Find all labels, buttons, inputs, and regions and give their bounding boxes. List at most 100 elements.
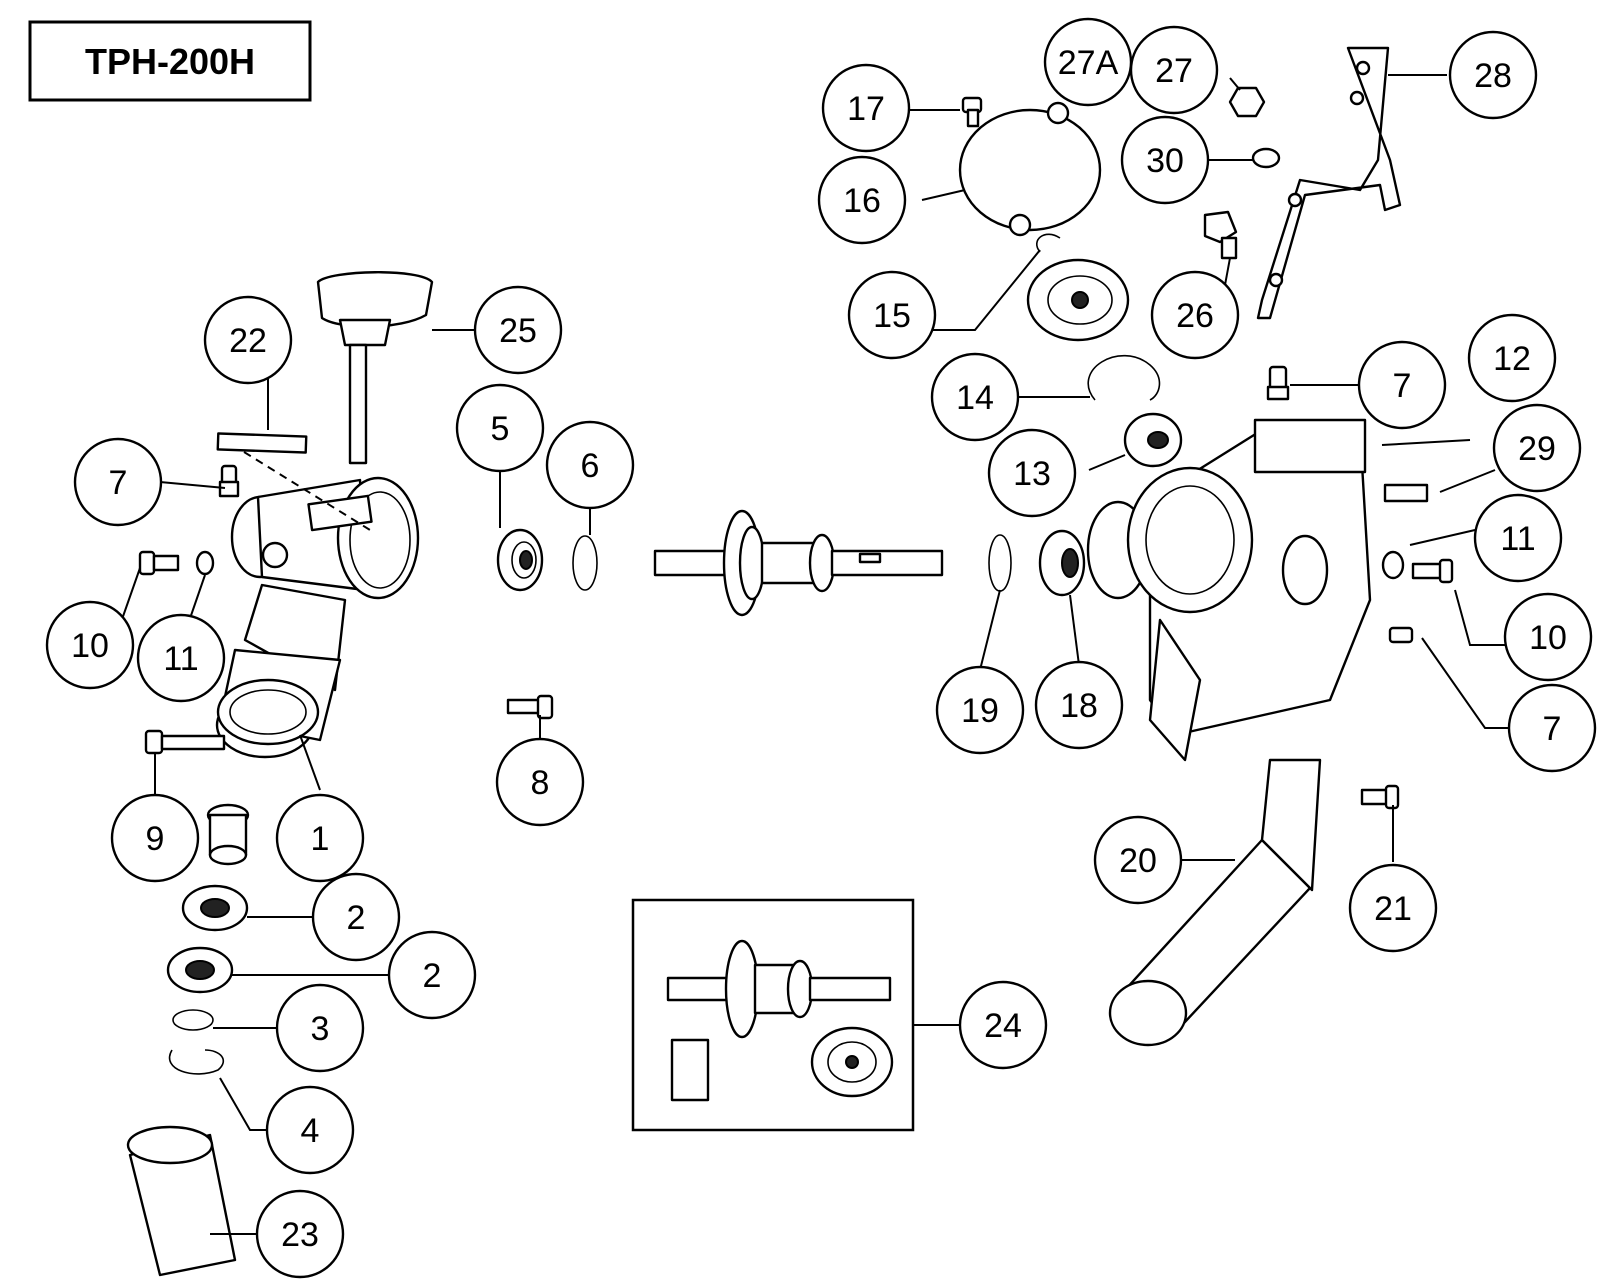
part-23-sleeve: [126, 1125, 237, 1277]
callout-20: 20: [1093, 815, 1183, 905]
callout-11-left: 11: [136, 613, 226, 703]
callout-26: 26: [1150, 270, 1240, 360]
part-11-washer-right: [1381, 550, 1405, 580]
callout-8: 8: [495, 737, 585, 827]
model-title-box: TPH-200H: [28, 20, 312, 102]
svg-text:26: 26: [1176, 297, 1214, 335]
svg-text:9: 9: [146, 820, 165, 858]
svg-text:12: 12: [1493, 340, 1531, 378]
callout-28: 28: [1448, 30, 1538, 120]
svg-text:29: 29: [1518, 430, 1556, 468]
part-2-bearing-lower: [166, 946, 234, 994]
callout-7-left: 7: [73, 437, 163, 527]
svg-text:11: 11: [1500, 520, 1535, 558]
part-21-screw: [1360, 784, 1400, 810]
callout-14: 14: [930, 352, 1020, 442]
part-13-bearing: [1123, 412, 1183, 468]
callout-13: 13: [987, 428, 1077, 518]
callout-6: 6: [545, 420, 635, 510]
part-7-grease-fitting-left: [218, 464, 240, 498]
callout-19: 19: [935, 665, 1025, 755]
part-30-washer: [1251, 147, 1281, 169]
part-3-ring: [172, 1009, 214, 1031]
svg-text:24: 24: [984, 1007, 1022, 1045]
svg-text:25: 25: [499, 312, 537, 350]
callout-30: 30: [1120, 115, 1210, 205]
svg-text:27: 27: [1155, 52, 1193, 90]
part-15-cover-disk: [1026, 258, 1130, 342]
callout-2-upper: 2: [311, 872, 401, 962]
svg-text:27A: 27A: [1058, 44, 1119, 82]
callout-10-left: 10: [45, 600, 135, 690]
callout-12: 12: [1467, 313, 1557, 403]
callout-9: 9: [110, 793, 200, 883]
part-7-grease-fitting-top: [1266, 365, 1290, 401]
svg-text:14: 14: [956, 379, 994, 417]
callout-25: 25: [473, 285, 563, 375]
callout-1: 1: [275, 793, 365, 883]
callout-17: 17: [821, 63, 911, 153]
svg-text:10: 10: [71, 627, 109, 665]
part-10-bolt-left: [138, 550, 180, 576]
part-17-screw: [961, 96, 983, 128]
part-10-bolt-right: [1411, 558, 1454, 584]
svg-text:23: 23: [281, 1216, 319, 1254]
part-26-bolt: [1203, 210, 1238, 260]
part-27-nut: [1228, 86, 1266, 118]
svg-text:11: 11: [163, 640, 198, 678]
svg-text:8: 8: [531, 764, 550, 802]
svg-text:30: 30: [1146, 142, 1184, 180]
callout-10-right: 10: [1503, 592, 1593, 682]
callout-16: 16: [817, 155, 907, 245]
svg-text:5: 5: [491, 410, 510, 448]
callout-4: 4: [265, 1085, 355, 1175]
part-6-snap-ring: [572, 535, 598, 591]
part-4-circlip: [168, 1049, 224, 1075]
part-22-label: [216, 432, 308, 454]
part-29-key: [1383, 483, 1429, 503]
callout-7-top-right: 7: [1357, 340, 1447, 430]
callout-18: 18: [1034, 660, 1124, 750]
svg-text:21: 21: [1374, 890, 1412, 928]
callout-21: 21: [1348, 863, 1438, 953]
svg-text:2: 2: [423, 957, 442, 995]
callout-29: 29: [1492, 403, 1582, 493]
part-24-kit-box: [631, 898, 915, 1132]
svg-text:15: 15: [873, 297, 911, 335]
part-7-grease-fitting-right: [1388, 626, 1414, 644]
svg-text:6: 6: [581, 447, 600, 485]
svg-text:1: 1: [311, 820, 330, 858]
callout-24: 24: [958, 980, 1048, 1070]
part-8-bolt: [506, 694, 554, 720]
callout-27a: 27A: [1043, 17, 1133, 107]
svg-text:2: 2: [347, 899, 366, 937]
callout-2-lower: 2: [387, 930, 477, 1020]
part-28-bracket: [1256, 46, 1402, 320]
part-9-bolt: [144, 729, 226, 755]
svg-text:28: 28: [1474, 57, 1512, 95]
part-15-e-clip: [1036, 233, 1061, 253]
svg-text:13: 13: [1013, 455, 1051, 493]
svg-text:4: 4: [301, 1112, 320, 1150]
model-title: TPH-200H: [85, 41, 255, 82]
callout-11-right: 11: [1473, 493, 1563, 583]
callout-23: 23: [255, 1189, 345, 1279]
part-2-bearing-upper: [181, 884, 249, 932]
part-1-housing: [215, 476, 420, 759]
leader-lines: [119, 74, 1510, 1235]
svg-text:22: 22: [229, 322, 267, 360]
callout-15: 15: [847, 270, 937, 360]
callout-5: 5: [455, 383, 545, 473]
part-5-bearing: [496, 528, 544, 592]
svg-text:7: 7: [1543, 710, 1562, 748]
part-18-bearing: [1038, 529, 1086, 597]
svg-text:3: 3: [311, 1010, 330, 1048]
svg-text:19: 19: [961, 692, 999, 730]
part-bushing: [206, 803, 250, 866]
part-12-gear-housing: [1086, 418, 1372, 762]
callout-22: 22: [203, 295, 293, 385]
part-16-cover-plate: [958, 101, 1102, 237]
callout-7-bottom-right: 7: [1507, 683, 1597, 773]
svg-text:17: 17: [847, 90, 885, 128]
